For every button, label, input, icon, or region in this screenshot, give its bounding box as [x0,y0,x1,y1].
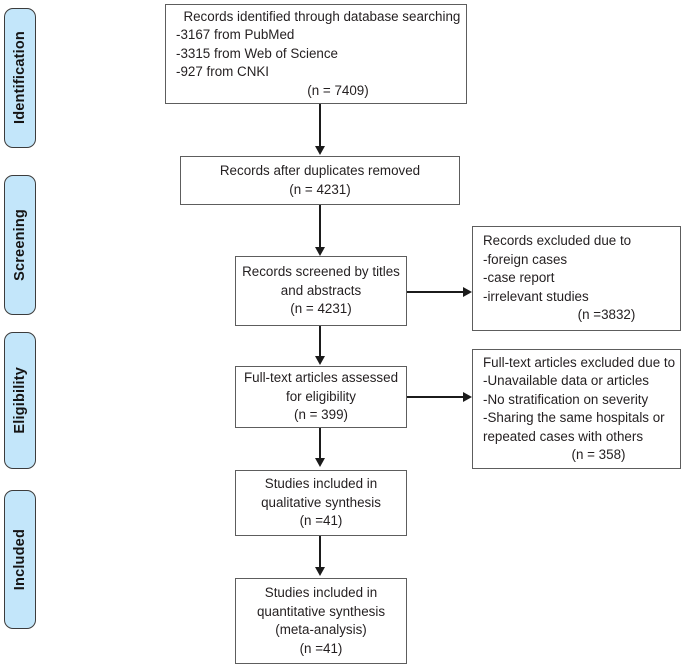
arrowhead-screened-to-excluded [463,286,472,297]
duplicates-removed-line-1: Records after duplicates removed [219,163,421,178]
fulltext-excluded-line-5: repeated cases with others [483,428,644,444]
box-duplicates-removed: Records after duplicates removed (n = 42… [180,156,460,205]
connector-duplicates-to-screened [319,205,321,249]
stage-label-included: Included [12,528,28,591]
records-identified-line-3: -3315 from Web of Science [176,45,339,61]
box-records-identified: Records identified through database sear… [165,4,467,104]
quantitative-count: (n =41) [299,640,343,656]
fulltext-assessed-line-1: Full-text articles assessed [243,370,399,386]
stage-label-identification: Identification [12,31,28,125]
records-excluded-line-3: -case report [483,270,555,286]
box-qualitative-synthesis: Studies included in qualitative synthesi… [235,470,407,536]
arrowhead-duplicates-to-screened [314,247,325,256]
box-records-screened: Records screened by titles and abstracts… [235,256,407,326]
connector-fulltext-to-excluded [407,396,465,398]
records-identified-count: (n = 7409) [307,82,369,98]
box-records-excluded: Records excluded due to -foreign cases -… [472,226,681,331]
arrowhead-identified-to-duplicates [314,146,325,155]
duplicates-removed-count: (n = 4231) [289,181,351,197]
stage-label-eligibility: Eligibility [12,367,28,434]
qualitative-line-1: Studies included in [264,476,378,492]
records-excluded-count: (n =3832) [577,307,636,323]
fulltext-excluded-count: (n = 358) [571,447,626,462]
quantitative-line-3: (meta-analysis) [275,622,367,637]
records-excluded-line-4: -irrelevant studies [483,288,589,304]
qualitative-line-2: qualitative synthesis [261,494,381,510]
records-screened-line-1: Records screened by titles [242,264,400,280]
connector-fulltext-to-qualitative [319,428,321,460]
connector-identified-to-duplicates [319,104,321,148]
box-fulltext-assessed: Full-text articles assessed for eligibil… [235,366,407,428]
connector-screened-to-fulltext [319,326,321,358]
arrowhead-qualitative-to-quantitative [314,567,325,576]
records-screened-line-2: and abstracts [280,282,362,298]
fulltext-excluded-line-2: -Unavailable data or articles [483,373,649,388]
records-screened-count: (n = 4231) [290,301,352,317]
connector-screened-to-excluded [407,291,465,293]
box-quantitative-synthesis: Studies included in quantitative synthes… [235,578,407,664]
fulltext-excluded-line-1: Full-text articles excluded due to [483,354,676,370]
connector-qualitative-to-quantitative [319,536,321,569]
arrowhead-fulltext-to-qualitative [314,458,325,467]
stage-identification: Identification [4,8,36,148]
stage-eligibility: Eligibility [4,332,36,469]
fulltext-assessed-count: (n = 399) [294,407,348,423]
fulltext-assessed-line-2: for eligibility [286,388,356,404]
quantitative-line-1: Studies included in [264,585,378,600]
arrowhead-fulltext-to-excluded [463,391,472,402]
stage-label-screening: Screening [12,209,28,281]
records-identified-line-4: -927 from CNKI [176,64,270,80]
records-identified-line-2: -3167 from PubMed [176,27,295,43]
stage-included: Included [4,490,36,629]
arrowhead-screened-to-fulltext [314,356,325,365]
fulltext-excluded-line-4: -Sharing the same hospitals or [483,410,665,425]
stage-screening: Screening [4,175,36,315]
box-fulltext-excluded: Full-text articles excluded due to -Unav… [472,349,681,469]
quantitative-line-2: quantitative synthesis [256,603,386,619]
qualitative-count: (n =41) [299,513,343,529]
records-excluded-line-1: Records excluded due to [483,233,632,249]
records-identified-line-1: Records identified through database sear… [176,8,461,24]
fulltext-excluded-line-3: -No stratification on severity [483,391,649,407]
records-excluded-line-2: -foreign cases [483,251,568,267]
